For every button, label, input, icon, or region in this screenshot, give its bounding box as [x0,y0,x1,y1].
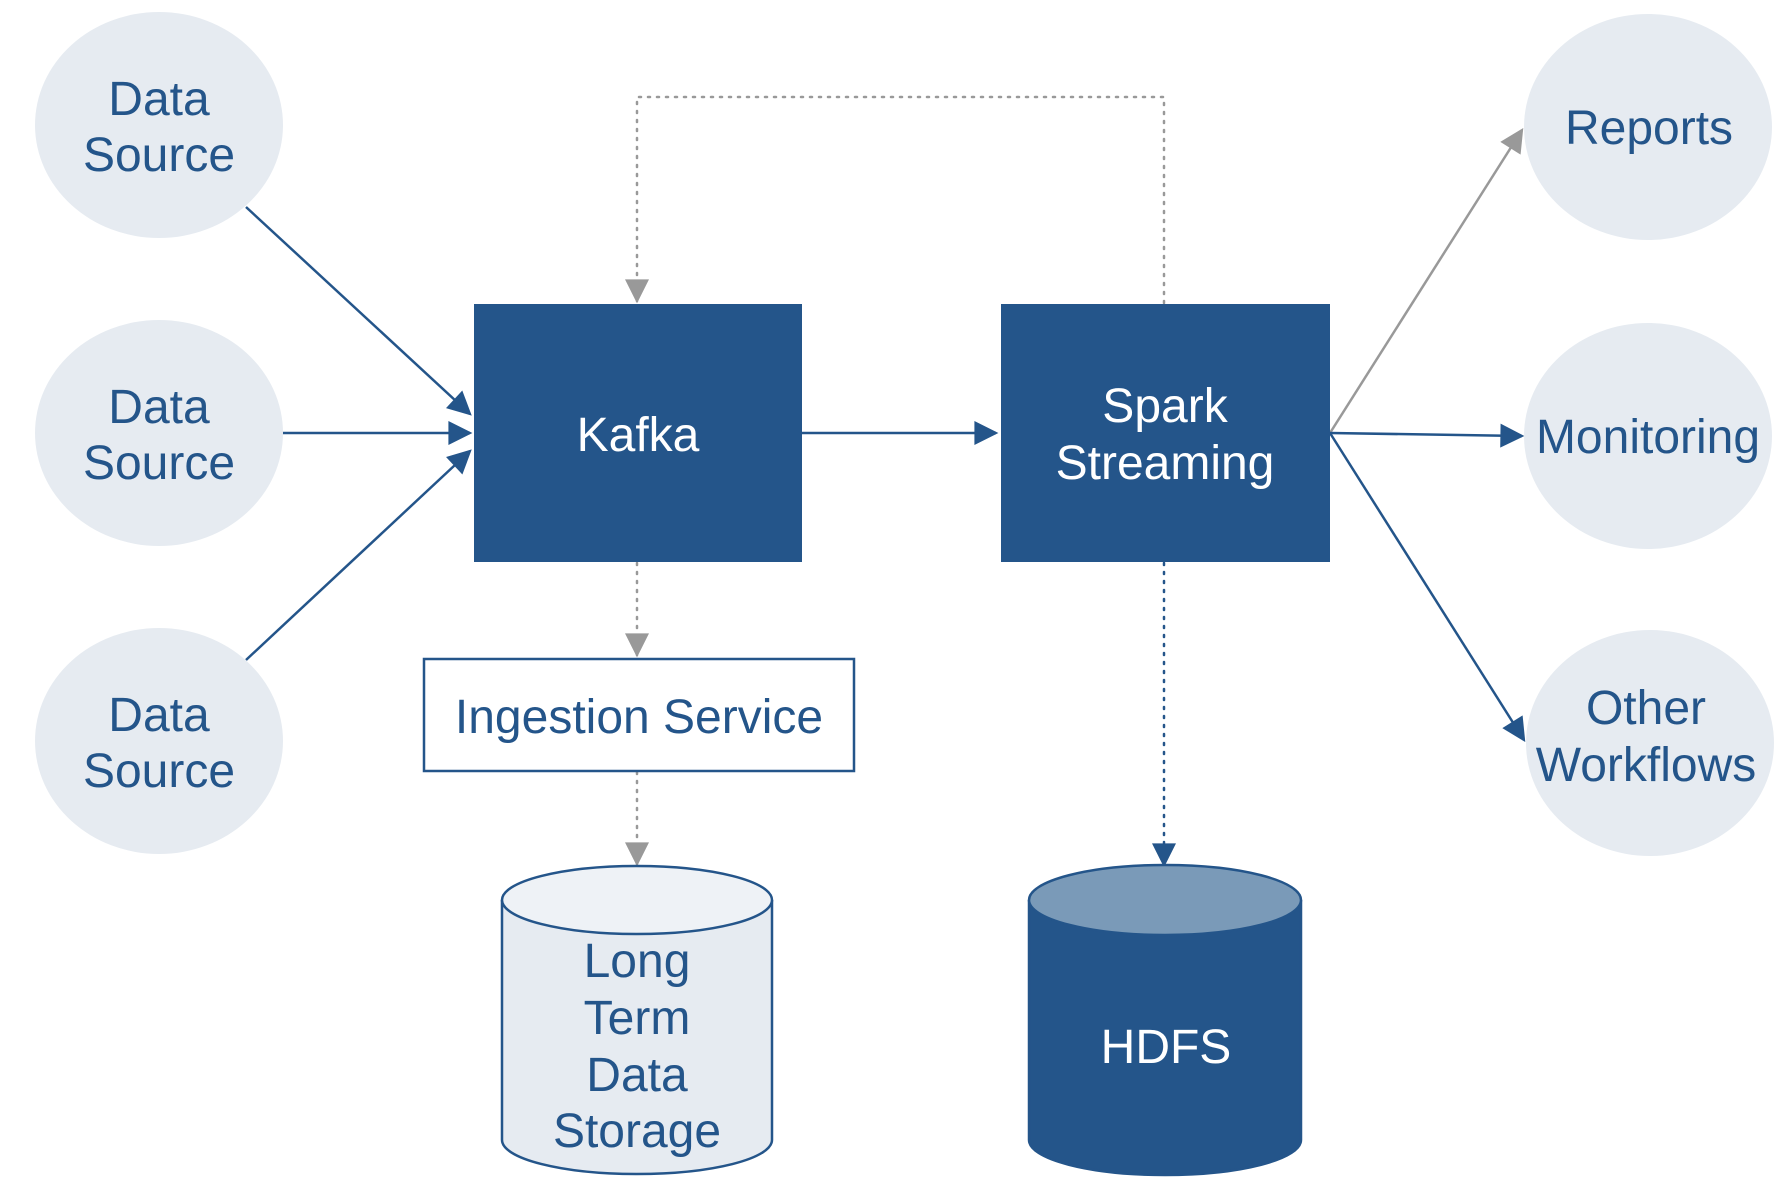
data-source-3: Data Source [35,628,283,854]
monitoring-label: Monitoring [1536,411,1760,464]
ingestion-service-node: Ingestion Service [422,657,856,773]
spark-streaming-node: Spark Streaming [1001,304,1330,562]
spark-label-line2: Streaming [1056,437,1275,490]
other-workflows-line2: Workflows [1536,739,1756,792]
connector-spark-monitoring [1329,423,1525,448]
storage-label-line1: Long [584,935,691,988]
connectors [245,95,1526,868]
data-source-3-line1: Data [108,689,210,742]
data-source-3-line2: Source [83,745,235,798]
data-source-2-line1: Data [108,381,210,434]
connector-source-1-kafka [245,206,472,416]
data-source-2: Data Source [35,320,283,546]
storage-label-line2: Term [584,992,691,1045]
storage-label-line3: Data [586,1049,688,1102]
connector-spark-other-workflows [1328,432,1526,743]
data-source-1: Data Source [35,12,283,238]
long-term-storage-cylinder: Long Term Data Storage [500,864,774,1176]
other-workflows-node: Other Workflows [1526,630,1774,856]
monitoring-node: Monitoring [1524,323,1772,549]
data-source-2-line2: Source [83,437,235,490]
spark-label-line1: Spark [1102,380,1228,433]
kafka-node: Kafka [474,304,802,562]
connector-spark-kafka-feedback [625,95,1166,305]
hdfs-cylinder: HDFS [1027,863,1303,1177]
storage-label-line4: Storage [553,1105,721,1158]
other-workflows-line1: Other [1586,682,1706,735]
data-source-1-line2: Source [83,129,235,182]
connector-spark-reports [1328,127,1524,434]
data-source-1-line1: Data [108,73,210,126]
ingestion-service-label: Ingestion Service [455,691,823,744]
reports-label: Reports [1565,102,1733,155]
connector-source-3-kafka [245,449,472,661]
reports-node: Reports [1524,14,1772,240]
kafka-label: Kafka [577,409,700,462]
hdfs-label: HDFS [1101,1021,1232,1074]
